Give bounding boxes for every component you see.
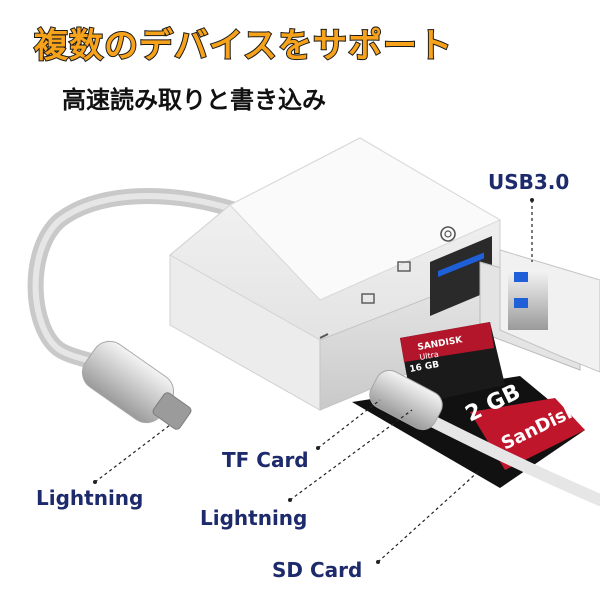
usb-plug <box>479 249 600 373</box>
label-lightning-center: Lightning <box>200 506 308 530</box>
usb-port-icon <box>440 226 456 242</box>
callout-sd <box>377 469 481 563</box>
tf-card: SANDISK Ultra 16 GB <box>400 322 505 405</box>
lightning-plug <box>81 340 192 430</box>
callout-lightning-center <box>289 409 413 501</box>
sd-slot-icon <box>397 261 411 272</box>
label-tf-card: TF Card <box>222 448 309 472</box>
subheadline: 高速読み取りと書き込み <box>62 86 326 114</box>
callout-lightning-left <box>94 424 171 483</box>
label-usb: USB3.0 <box>488 170 570 194</box>
usb-tongue <box>514 272 528 282</box>
headline: 複数のデバイスをサポート <box>33 25 453 67</box>
label-lightning-left: Lightning <box>36 486 144 510</box>
tf-slot-icon <box>361 293 375 304</box>
tf-card-line: Ultra <box>419 350 440 362</box>
lightning-port-icon <box>319 333 329 339</box>
callout-tf <box>317 399 381 449</box>
lightning-cable-plugged <box>369 369 600 506</box>
label-sd-card: SD Card <box>272 558 363 582</box>
